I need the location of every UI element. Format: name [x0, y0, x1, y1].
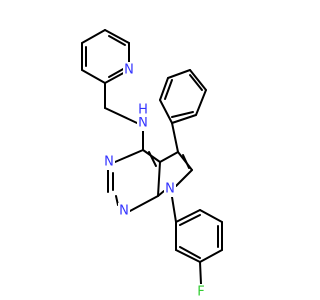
phenyl-bond	[159, 77, 169, 101]
fluorophenyl-bond	[175, 209, 201, 223]
molecule-canvas: N N H N N N F	[81, 29, 223, 300]
c-f-bond	[199, 261, 202, 285]
atom-label-n: N	[124, 63, 134, 78]
atom-n1: N	[118, 203, 130, 219]
atom-label-h: H	[138, 103, 148, 118]
phenyl-bond	[189, 69, 207, 91]
pyrrole-bond	[159, 151, 179, 163]
phenyl-double-bond	[189, 74, 203, 91]
pyridine-bond	[81, 29, 106, 44]
fluorophenyl-double-bond	[179, 246, 201, 259]
amine-bond	[104, 107, 138, 124]
atom-label-n: N	[138, 116, 148, 131]
pyrimidine-double-bond	[148, 151, 157, 167]
pyridine-double-bond	[108, 35, 126, 46]
pyrimidine-bond	[114, 149, 144, 163]
phenyl-double-bond	[171, 111, 194, 118]
pyrrole-double-bond	[182, 154, 190, 169]
atom-n3: N	[103, 154, 115, 170]
atom-amine-h: H	[137, 103, 149, 118]
pyridine-double-bond	[108, 67, 126, 78]
pyrimidine-bond	[115, 195, 119, 206]
pyridine-bond	[104, 29, 130, 44]
pyrimidine-bond	[129, 195, 159, 212]
atom-n7: N	[164, 181, 176, 197]
atom-pyridine-n: N	[123, 62, 135, 78]
phenyl-bond	[167, 69, 191, 79]
phenyl-bond	[159, 99, 173, 124]
atom-labels-layer: N N H N N N F	[103, 62, 207, 300]
fluorophenyl-double-bond	[179, 214, 201, 226]
atom-label-n: N	[119, 204, 129, 219]
pyrrole-bond	[175, 169, 193, 187]
ring-fusion-bond	[157, 161, 161, 197]
phenyl-bond	[195, 89, 207, 116]
atom-label-n: N	[165, 182, 175, 197]
phenyl-double-bond	[164, 79, 173, 100]
atom-label-f: F	[197, 285, 204, 300]
bonds-layer	[81, 29, 223, 285]
atom-fluorine: F	[195, 284, 207, 300]
atom-label-n: N	[104, 155, 114, 170]
fluorophenyl-bond	[199, 209, 223, 223]
structure-diagram: N N H N N N F	[81, 29, 223, 300]
fluorophenyl-bond	[175, 249, 201, 263]
n-aryl-bond	[171, 196, 177, 223]
pyridine-bond	[81, 69, 106, 84]
fluorophenyl-bond	[199, 249, 223, 263]
atom-amine-n: N	[137, 115, 149, 131]
phenyl-link-bond	[171, 122, 179, 153]
pyrrole-bond	[157, 190, 165, 197]
phenyl-bond	[171, 114, 197, 124]
